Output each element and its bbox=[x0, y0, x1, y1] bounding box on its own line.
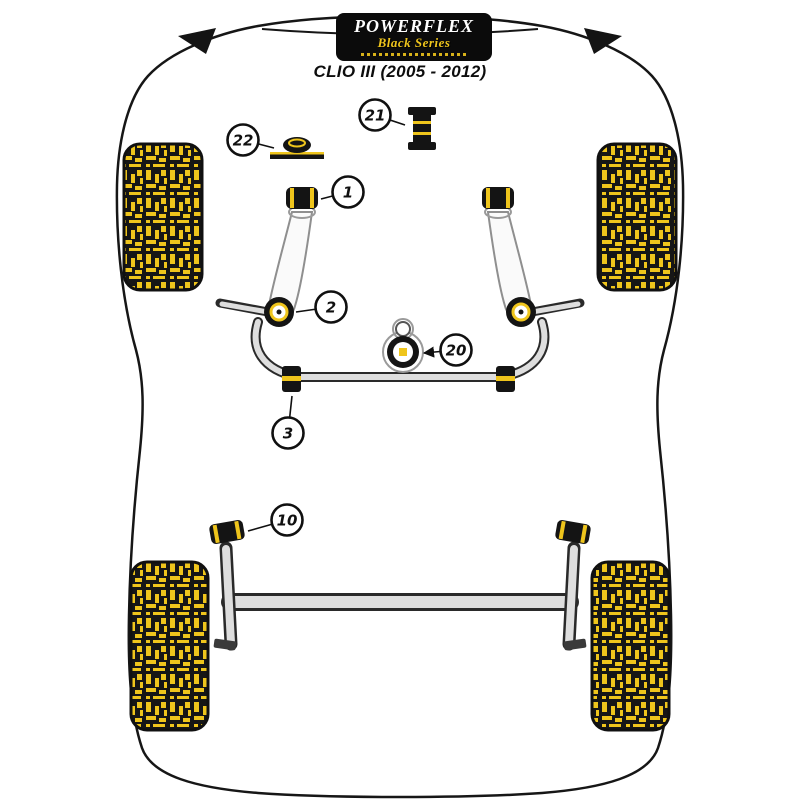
anti-roll-bar-bush-left bbox=[282, 366, 301, 392]
top-mount-part bbox=[270, 137, 324, 159]
callout-3: 3 bbox=[271, 395, 305, 450]
callout-1: 1 bbox=[320, 175, 365, 209]
callout-circle bbox=[314, 290, 348, 324]
callout-22: 22 bbox=[226, 123, 275, 157]
callout-number: 1 bbox=[343, 184, 353, 202]
rear-left-tire bbox=[129, 560, 210, 732]
front-arm-rear-bush-right bbox=[506, 297, 536, 327]
callout-21: 21 bbox=[358, 98, 406, 132]
callout-number: 21 bbox=[365, 107, 386, 125]
brand-name: POWERFLEX bbox=[353, 16, 475, 36]
anti-roll-bar-bush-right bbox=[496, 366, 515, 392]
front-right-tire bbox=[596, 142, 678, 292]
front-arm-front-bush-right bbox=[482, 187, 514, 209]
callout-number: 2 bbox=[326, 299, 336, 317]
callout-circle bbox=[226, 123, 260, 157]
left-mirror bbox=[178, 28, 216, 54]
callout-number: 10 bbox=[277, 512, 298, 530]
callout-circle bbox=[331, 175, 365, 209]
rear-axle-beam bbox=[213, 541, 587, 651]
rear-beam-bush-right bbox=[555, 519, 591, 545]
front-right-control-arm bbox=[484, 205, 585, 319]
rear-beam-bush-left bbox=[209, 519, 245, 545]
mount-bush-stack-part bbox=[408, 107, 436, 150]
front-left-tire bbox=[122, 142, 204, 292]
vehicle-title: CLIO III (2005 - 2012) bbox=[313, 62, 487, 81]
callout-circle bbox=[439, 333, 473, 367]
callout-number: 20 bbox=[446, 342, 467, 360]
series-name: Black Series bbox=[377, 34, 451, 50]
callout-circle bbox=[271, 416, 305, 450]
front-arm-front-bush-left bbox=[286, 187, 318, 209]
callout-circle bbox=[270, 503, 304, 537]
logo-tagline-microtext bbox=[361, 53, 467, 57]
callout-20: 20 bbox=[422, 333, 473, 367]
front-anti-roll-bar bbox=[250, 317, 550, 382]
rear-right-tire bbox=[590, 560, 671, 732]
callout-10: 10 bbox=[247, 503, 304, 537]
powerflex-logo: POWERFLEX Black Series bbox=[336, 13, 492, 62]
callout-number: 3 bbox=[283, 425, 293, 443]
callout-number: 22 bbox=[233, 132, 254, 150]
callout-circle bbox=[358, 98, 392, 132]
lower-engine-mount bbox=[382, 318, 424, 373]
callout-2: 2 bbox=[295, 290, 348, 324]
callout-layer: 22 21 1 2 20 3 10 bbox=[226, 98, 473, 537]
front-arm-rear-bush-left bbox=[264, 297, 294, 327]
right-mirror bbox=[584, 28, 622, 54]
